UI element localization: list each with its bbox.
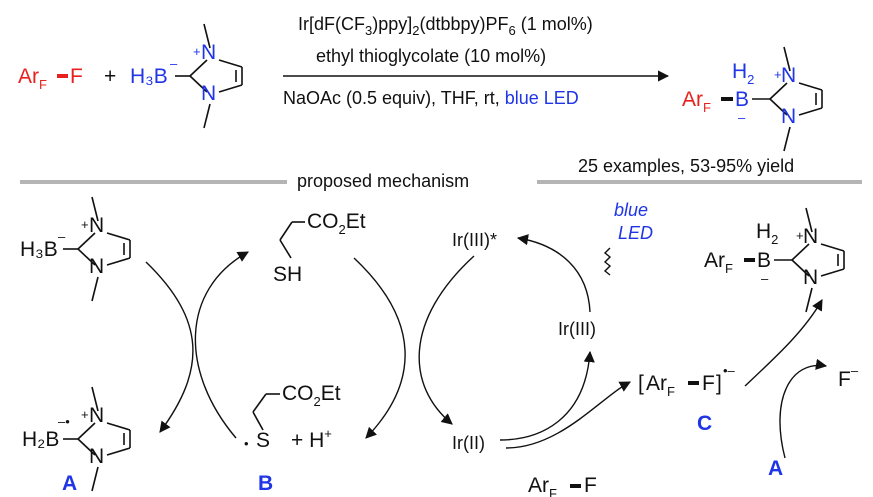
- svg-text:•: •: [244, 436, 249, 451]
- mech-radical-anion: [ ArF F ] •– C: [638, 363, 736, 435]
- product-top: ArF B H2 – + N N: [682, 46, 823, 152]
- label-a: A: [62, 472, 77, 495]
- ir-iii: Ir(III): [558, 319, 596, 339]
- blue-led-line1: blue: [614, 200, 648, 220]
- arrow-thiyl-to-thiol: [194, 251, 249, 439]
- hat-catalyst: ethyl thioglycolate (10 mol%): [316, 46, 546, 66]
- n-atom-bottom: N: [201, 82, 216, 105]
- svg-text:SH: SH: [273, 263, 302, 286]
- svg-text:S: S: [256, 429, 270, 452]
- svg-text:–•: –•: [58, 414, 70, 429]
- svg-text:N: N: [803, 266, 818, 289]
- svg-text:•–: •–: [723, 363, 736, 378]
- svg-text:+: +: [81, 407, 89, 422]
- svg-text:N: N: [89, 445, 104, 468]
- arrow-ir-ii-to-ir-iii: [499, 350, 595, 441]
- ar-subscript: F: [39, 77, 47, 92]
- svg-text:N: N: [781, 105, 796, 128]
- plus-charge: +: [193, 44, 201, 59]
- mech-arf-bottom: ArF F: [528, 474, 597, 497]
- mech-product: ArF B H2 – + N N: [704, 207, 845, 313]
- svg-text:ArF: ArF: [682, 88, 711, 115]
- svg-text:CO2Et: CO2Et: [282, 382, 341, 409]
- minus-charge: –: [170, 56, 178, 71]
- svg-text:ArF: ArF: [18, 65, 47, 92]
- svg-text:–: –: [738, 110, 746, 125]
- mech-thiol: CO2Et SH: [273, 210, 366, 286]
- n-atom-top: N: [201, 41, 216, 64]
- svg-text:Ir[dF(CF3)ppy]2(dtbbpy)PF6 (1: Ir[dF(CF3)ppy]2(dtbbpy)PF6 (1 mol%): [298, 14, 593, 38]
- svg-text:+: +: [774, 67, 782, 82]
- arrow-borane-to-boryl: [145, 261, 194, 433]
- fluoride-f: F–: [838, 363, 859, 391]
- bh3-label: H₃B: [130, 65, 168, 88]
- fluorine-atom: F: [70, 65, 83, 88]
- arrow-thiol-to-thiyl: [353, 257, 406, 439]
- svg-text:NaOAc (0.5 equiv), THF, rt, bl: NaOAc (0.5 equiv), THF, rt, blue LED: [283, 88, 579, 108]
- svg-text:H₂B: H₂B: [22, 428, 59, 451]
- svg-text:N: N: [781, 64, 796, 87]
- svg-text:F: F: [702, 372, 715, 395]
- svg-text:[: [: [638, 372, 644, 395]
- svg-text:ArF: ArF: [704, 249, 733, 276]
- base-solvent: NaOAc (0.5 equiv), THF, rt,: [283, 88, 505, 108]
- plus-sign: +: [104, 65, 116, 88]
- svg-text:F: F: [584, 474, 597, 497]
- svg-text:H2: H2: [732, 60, 754, 87]
- arrow-arf-to-radical-anion: [505, 381, 631, 449]
- substrate-arf: ArF F: [18, 65, 83, 92]
- mechanism-title: proposed mechanism: [297, 171, 469, 191]
- svg-text:CO2Et: CO2Et: [307, 210, 366, 237]
- svg-text:N: N: [89, 255, 104, 278]
- svg-text:+: +: [796, 228, 804, 243]
- svg-text:–: –: [761, 271, 769, 286]
- mech-boryl-radical: H₂B –• + N N A: [22, 386, 131, 495]
- svg-text:B: B: [735, 88, 749, 111]
- svg-text:ArF: ArF: [646, 372, 675, 399]
- nhc-borane-reactant: H₃B – + N N: [130, 23, 243, 129]
- arrow-a-to-fluoride: [779, 358, 828, 459]
- arrow-ir-iii-to-excited: [516, 234, 591, 313]
- scope-summary: 25 examples, 53-95% yield: [578, 156, 794, 176]
- label-b: B: [258, 472, 273, 495]
- svg-text:H2: H2: [756, 220, 778, 247]
- mech-thiyl-radical: CO2Et S • + H+ B: [244, 382, 341, 495]
- ir-iii-excited: Ir(III)*: [452, 230, 497, 250]
- svg-text:N: N: [89, 214, 104, 237]
- svg-text:N: N: [803, 225, 818, 248]
- svg-text:N: N: [89, 404, 104, 427]
- arrow-ir-excited-to-ir-ii: [418, 255, 475, 425]
- ar-label: Ar: [18, 65, 39, 88]
- svg-text:+ H+: + H+: [291, 426, 332, 452]
- label-c: C: [697, 412, 712, 435]
- svg-text:+: +: [81, 217, 89, 232]
- svg-text:H₃B: H₃B: [20, 238, 58, 261]
- svg-text:–: –: [58, 229, 66, 244]
- ir-ii: Ir(II): [452, 433, 485, 453]
- blue-led-line2: LED: [618, 223, 653, 243]
- svg-text:]: ]: [716, 372, 722, 395]
- svg-text:B: B: [757, 249, 771, 272]
- reaction-conditions: Ir[dF(CF3)ppy]2(dtbbpy)PF6 (1 mol%) ethy…: [283, 14, 670, 108]
- svg-text:ArF: ArF: [528, 474, 557, 497]
- arrow-radical-anion-to-product: [744, 299, 823, 387]
- blue-led-label: blue LED: [505, 88, 579, 108]
- label-a-bottom: A: [768, 457, 783, 480]
- light-squiggle: [603, 247, 612, 276]
- mech-nhc-borane: H₃B – + N N: [20, 196, 131, 302]
